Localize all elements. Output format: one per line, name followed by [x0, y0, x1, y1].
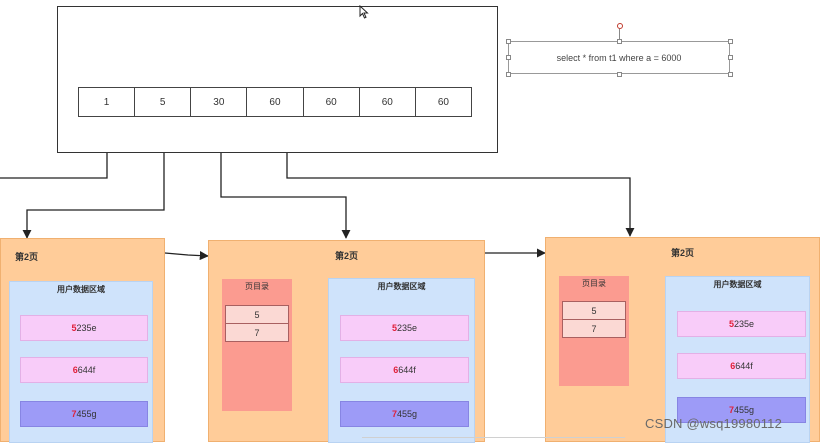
- page-directory-label: 页目录: [582, 279, 606, 288]
- root-key-cell: 60: [247, 88, 304, 116]
- page-directory: 页目录 5 7: [222, 279, 292, 411]
- resize-handle-top-right[interactable]: [728, 39, 733, 44]
- record-key-prefix: 7: [71, 409, 77, 419]
- directory-slot: 5: [225, 305, 289, 324]
- record-value: 455g: [76, 409, 97, 419]
- page-link-1-2: [164, 251, 209, 261]
- record-value: 644f: [77, 365, 96, 375]
- record-key-prefix: 5: [391, 323, 397, 333]
- record-value: 235e: [396, 323, 418, 333]
- bottom-divider: [362, 437, 625, 438]
- resize-handle-bottom-left[interactable]: [506, 72, 511, 77]
- record-key-prefix: 6: [730, 361, 736, 371]
- resize-handle-top-left[interactable]: [506, 39, 511, 44]
- root-key-cell: 60: [304, 88, 360, 116]
- record-value: 455g: [396, 409, 418, 419]
- query-text-box[interactable]: select * from t1 where a = 6000: [508, 41, 730, 74]
- query-text: select * from t1 where a = 6000: [556, 52, 682, 63]
- record-key-prefix: 5: [728, 319, 734, 329]
- record-key-prefix: 7: [728, 405, 734, 415]
- resize-handle-right[interactable]: [728, 55, 733, 60]
- pointer-line-key-30: [220, 117, 351, 239]
- page-title: 第2页: [15, 252, 39, 262]
- record-value: 644f: [735, 361, 753, 371]
- page-title: 第2页: [671, 248, 695, 258]
- record-value: 235e: [76, 323, 97, 333]
- root-key-cell: 60: [360, 88, 416, 116]
- user-data-area-label: 用户数据区域: [713, 280, 762, 289]
- rotate-handle[interactable]: [617, 23, 623, 29]
- resize-handle-top[interactable]: [617, 39, 622, 44]
- directory-slot: 7: [225, 323, 289, 342]
- rotate-handle-stem: [619, 29, 620, 41]
- resize-handle-bottom[interactable]: [617, 72, 622, 77]
- record-value: 455g: [733, 405, 755, 415]
- record-key-prefix: 5: [71, 323, 77, 333]
- record-key-prefix: 6: [72, 365, 78, 375]
- root-key-row: 1 5 30 60 60 60 60: [78, 87, 472, 117]
- root-key-cell: 30: [191, 88, 248, 116]
- page-title: 第2页: [335, 251, 359, 261]
- root-key-cell: 60: [437, 96, 449, 108]
- resize-handle-bottom-right[interactable]: [728, 72, 733, 77]
- page-directory-label: 页目录: [245, 282, 269, 291]
- root-key-cell: 5: [135, 88, 192, 116]
- directory-slot: 5: [562, 301, 626, 320]
- directory-slot: 7: [562, 319, 626, 338]
- record-value: 235e: [733, 319, 755, 329]
- root-index-node: [57, 6, 498, 153]
- mouse-pointer-icon: [359, 5, 369, 19]
- user-data-area-label: 用户数据区域: [377, 282, 426, 291]
- user-data-area-label: 用户数据区域: [57, 285, 105, 294]
- watermark: CSDN @wsq19980112: [645, 416, 783, 431]
- pointer-line-key-5: [22, 117, 165, 239]
- record-key-prefix: 6: [393, 365, 399, 375]
- root-key-cell: 1: [79, 88, 136, 116]
- record-value: 644f: [398, 365, 416, 375]
- resize-handle-left[interactable]: [506, 55, 511, 60]
- record-key-prefix: 7: [391, 409, 397, 419]
- page-directory: 页目录 5 7: [559, 276, 629, 386]
